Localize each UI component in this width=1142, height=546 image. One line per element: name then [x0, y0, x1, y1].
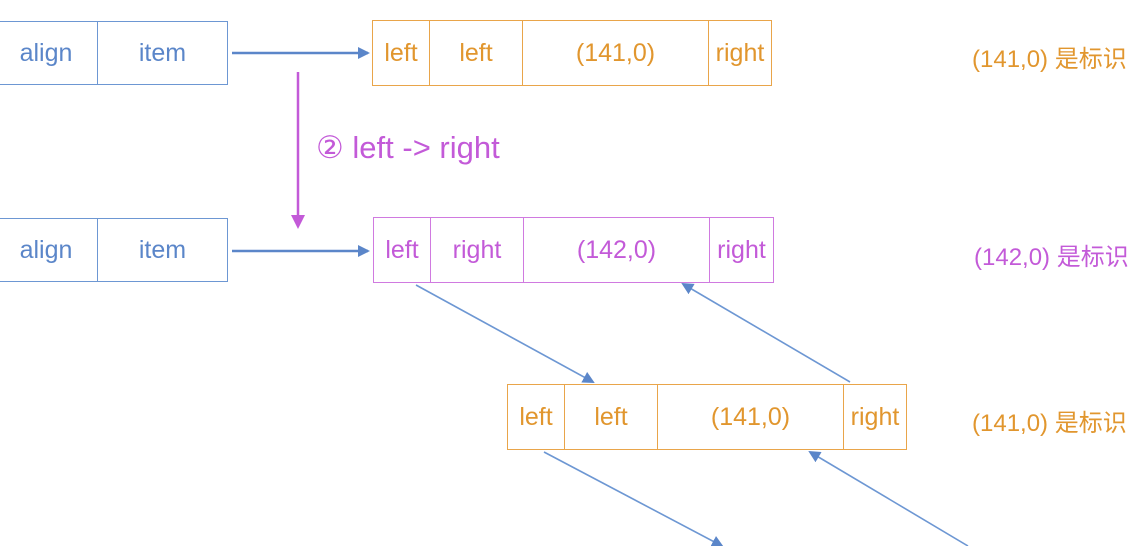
row1-note: (141,0) 是标识 [972, 46, 1127, 73]
row1-node-cell: (141,0) [522, 21, 708, 85]
row2-head-cell: align [19, 235, 73, 264]
link-row3-down [543, 451, 724, 546]
link-row3-to-row2 [681, 282, 851, 383]
row1-node-cell: right [708, 21, 771, 85]
link-row2-to-row3 [415, 284, 595, 383]
row3-node-box: left left (141,0) right [507, 384, 907, 450]
row3-node-cell: right [843, 385, 906, 449]
row2-node-box: left right (142,0) right [373, 217, 774, 283]
row1-node-box: left left (141,0) right [372, 20, 772, 86]
row3-node-cell: (141,0) [657, 385, 843, 449]
row3-node-cell: left [519, 402, 553, 431]
row2-node-cell: (142,0) [523, 218, 709, 282]
row3-node-cell: left [564, 385, 657, 449]
row3-note: (141,0) 是标识 [972, 410, 1127, 437]
row2-head-box: align item [0, 218, 228, 282]
row2-note: (142,0) 是标识 [974, 244, 1129, 271]
row1-head-cell: item [97, 22, 227, 84]
row2-head-cell: item [97, 219, 227, 281]
step-label: ② left -> right [316, 130, 500, 165]
row2-node-cell: right [709, 218, 773, 282]
row1-head-cell: align [19, 38, 73, 67]
row2-node-cell: left [385, 235, 419, 264]
row1-head-box: align item [0, 21, 228, 85]
row1-node-cell: left [429, 21, 522, 85]
row2-node-cell: right [430, 218, 523, 282]
row1-node-cell: left [384, 38, 418, 67]
link-below-to-row3 [808, 450, 969, 546]
